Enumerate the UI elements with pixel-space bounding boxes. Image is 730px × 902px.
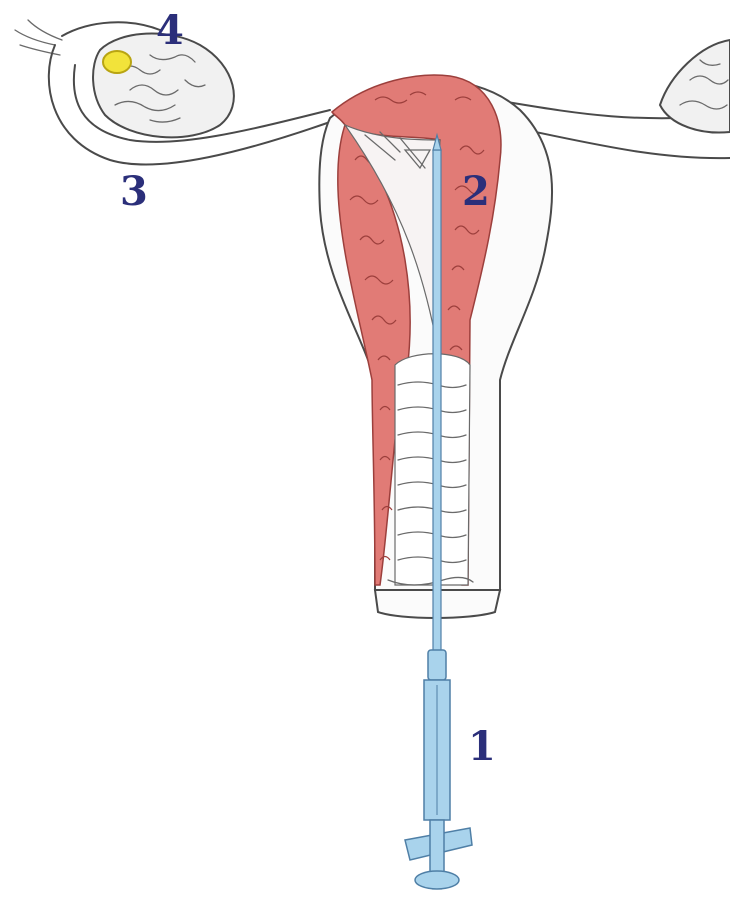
- label-2: 2: [462, 168, 490, 215]
- ovum-dot: [103, 51, 131, 73]
- right-ovary: [660, 40, 730, 133]
- left-fimbriae: [15, 20, 62, 55]
- cervical-canal: [388, 354, 473, 585]
- label-1: 1: [468, 723, 496, 770]
- label-4: 4: [156, 7, 184, 54]
- label-3: 3: [120, 168, 148, 215]
